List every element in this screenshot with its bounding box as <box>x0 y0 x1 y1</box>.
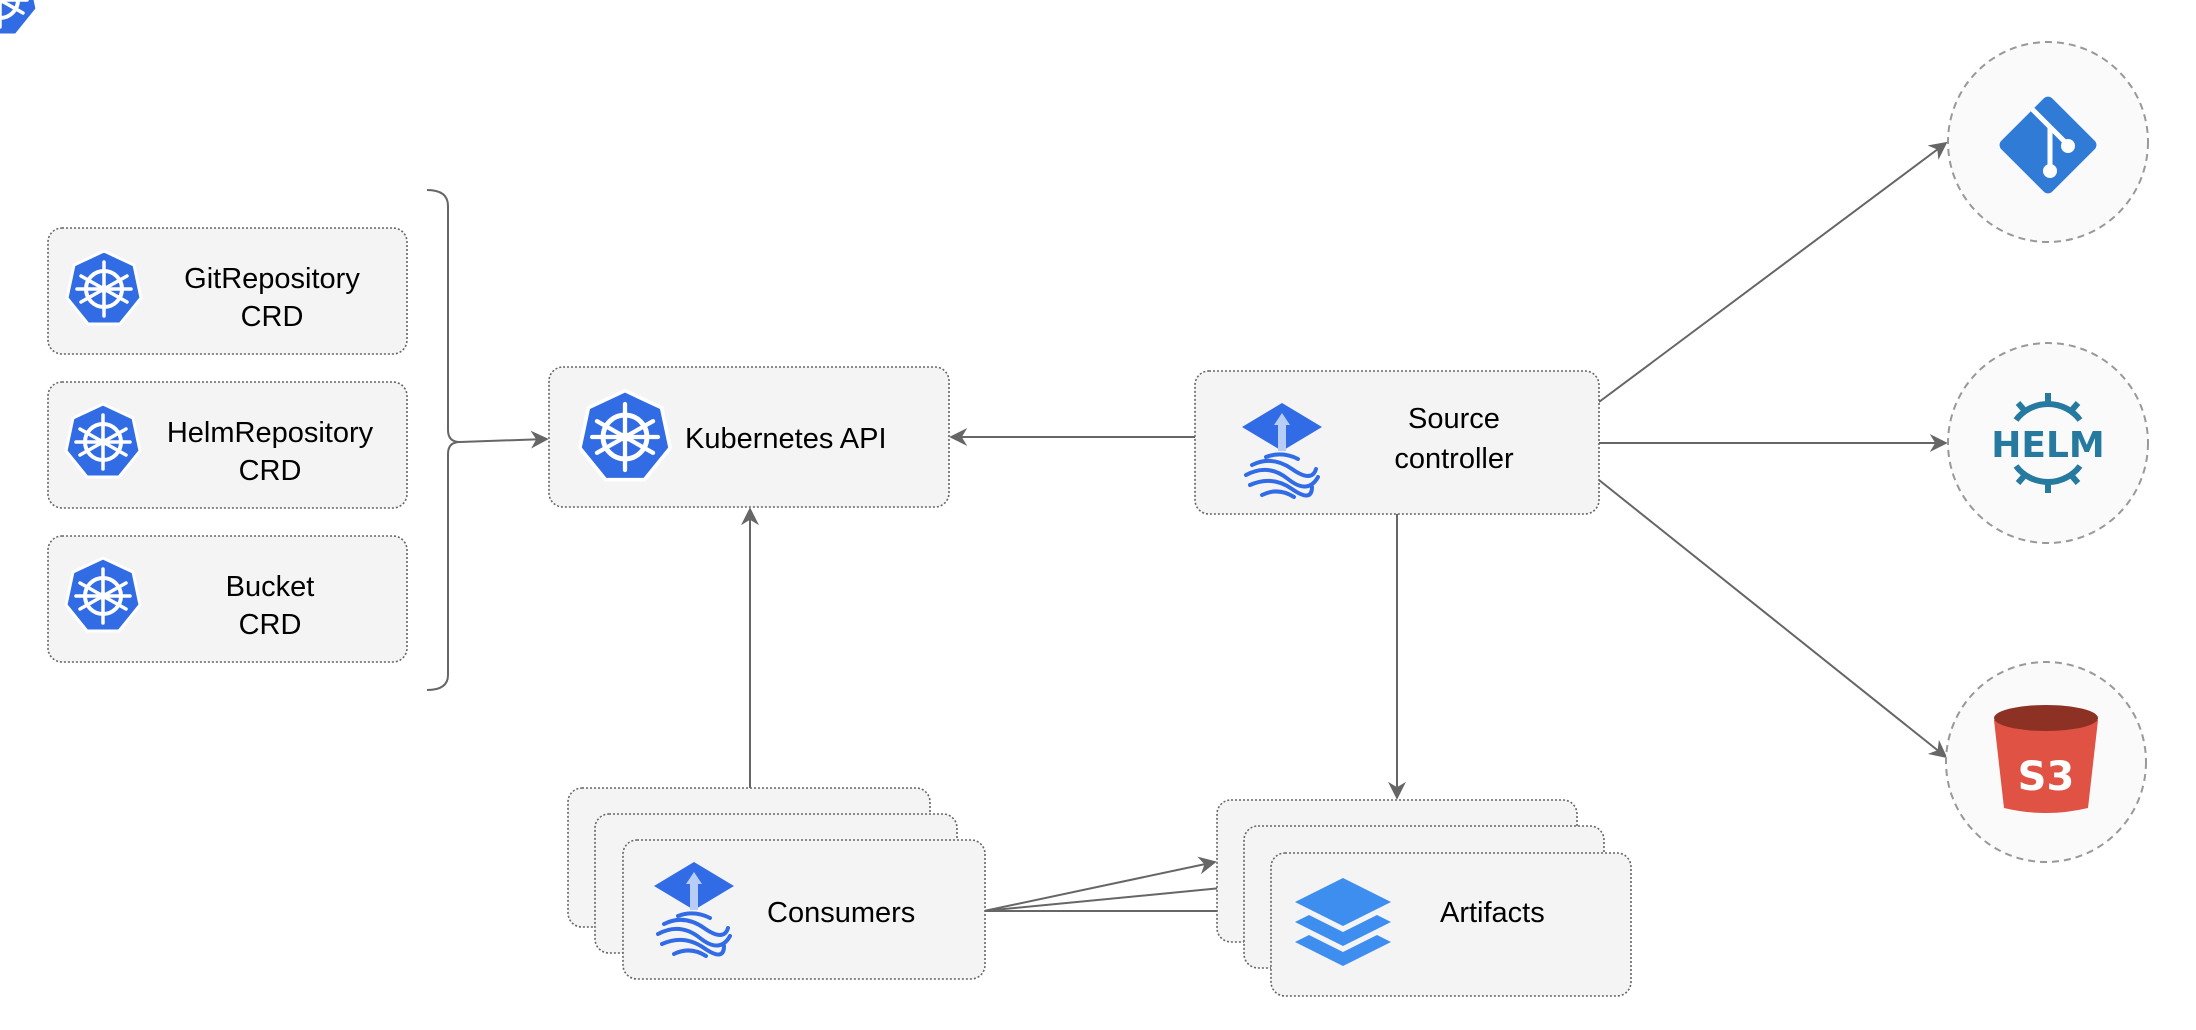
edge-consumers-to-artifact-1 <box>983 856 1217 912</box>
edge-consumers-to-artifact-2 <box>983 878 1244 912</box>
svg-text:HelmRepository: HelmRepository <box>167 417 374 449</box>
svg-text:Bucket: Bucket <box>226 571 315 603</box>
kubernetes-icon <box>0 0 39 37</box>
svg-text:S3: S3 <box>2018 754 2075 800</box>
svg-text:Artifacts: Artifacts <box>1440 897 1545 929</box>
git-source-node[interactable] <box>1947 41 2149 243</box>
helm-icon: HELM <box>1991 393 2105 493</box>
svg-text:HELM: HELM <box>1991 425 2104 466</box>
crd-brace <box>426 189 461 691</box>
svg-text:CRD: CRD <box>239 609 302 641</box>
svg-text:GitRepository: GitRepository <box>184 263 360 295</box>
kubernetes-icon <box>64 556 142 633</box>
artifacts-node[interactable]: Artifacts <box>1216 799 1632 997</box>
edge-source-to-git <box>1598 141 1948 403</box>
svg-text:Source: Source <box>1408 403 1500 435</box>
kubernetes-icon <box>65 249 143 326</box>
s3-icon: S3 <box>1994 705 2098 813</box>
git-icon <box>1999 96 2097 194</box>
svg-text:controller: controller <box>1394 443 1514 475</box>
kubernetes-api-node[interactable]: Kubernetes API <box>0 0 950 508</box>
svg-text:Consumers: Consumers <box>767 897 915 929</box>
svg-text:CRD: CRD <box>241 301 304 333</box>
edge-source-to-s3 <box>1598 479 1948 759</box>
kubernetes-icon <box>64 402 142 479</box>
crd-node-helmrepository[interactable]: HelmRepository CRD <box>47 381 408 509</box>
edges <box>426 141 1948 920</box>
crd-node-gitrepository[interactable]: GitRepository CRD <box>47 227 408 355</box>
helm-source-node[interactable]: HELM <box>1947 342 2149 544</box>
s3-source-node[interactable]: S3 <box>1945 661 2147 863</box>
consumers-node[interactable]: Consumers <box>567 787 986 980</box>
svg-text:Kubernetes API: Kubernetes API <box>685 423 887 455</box>
edge-crds-to-api <box>459 430 549 449</box>
source-controller-node[interactable]: Source controller <box>1194 370 1600 515</box>
crd-node-bucket[interactable]: Bucket CRD <box>47 535 408 663</box>
svg-text:CRD: CRD <box>239 455 302 487</box>
